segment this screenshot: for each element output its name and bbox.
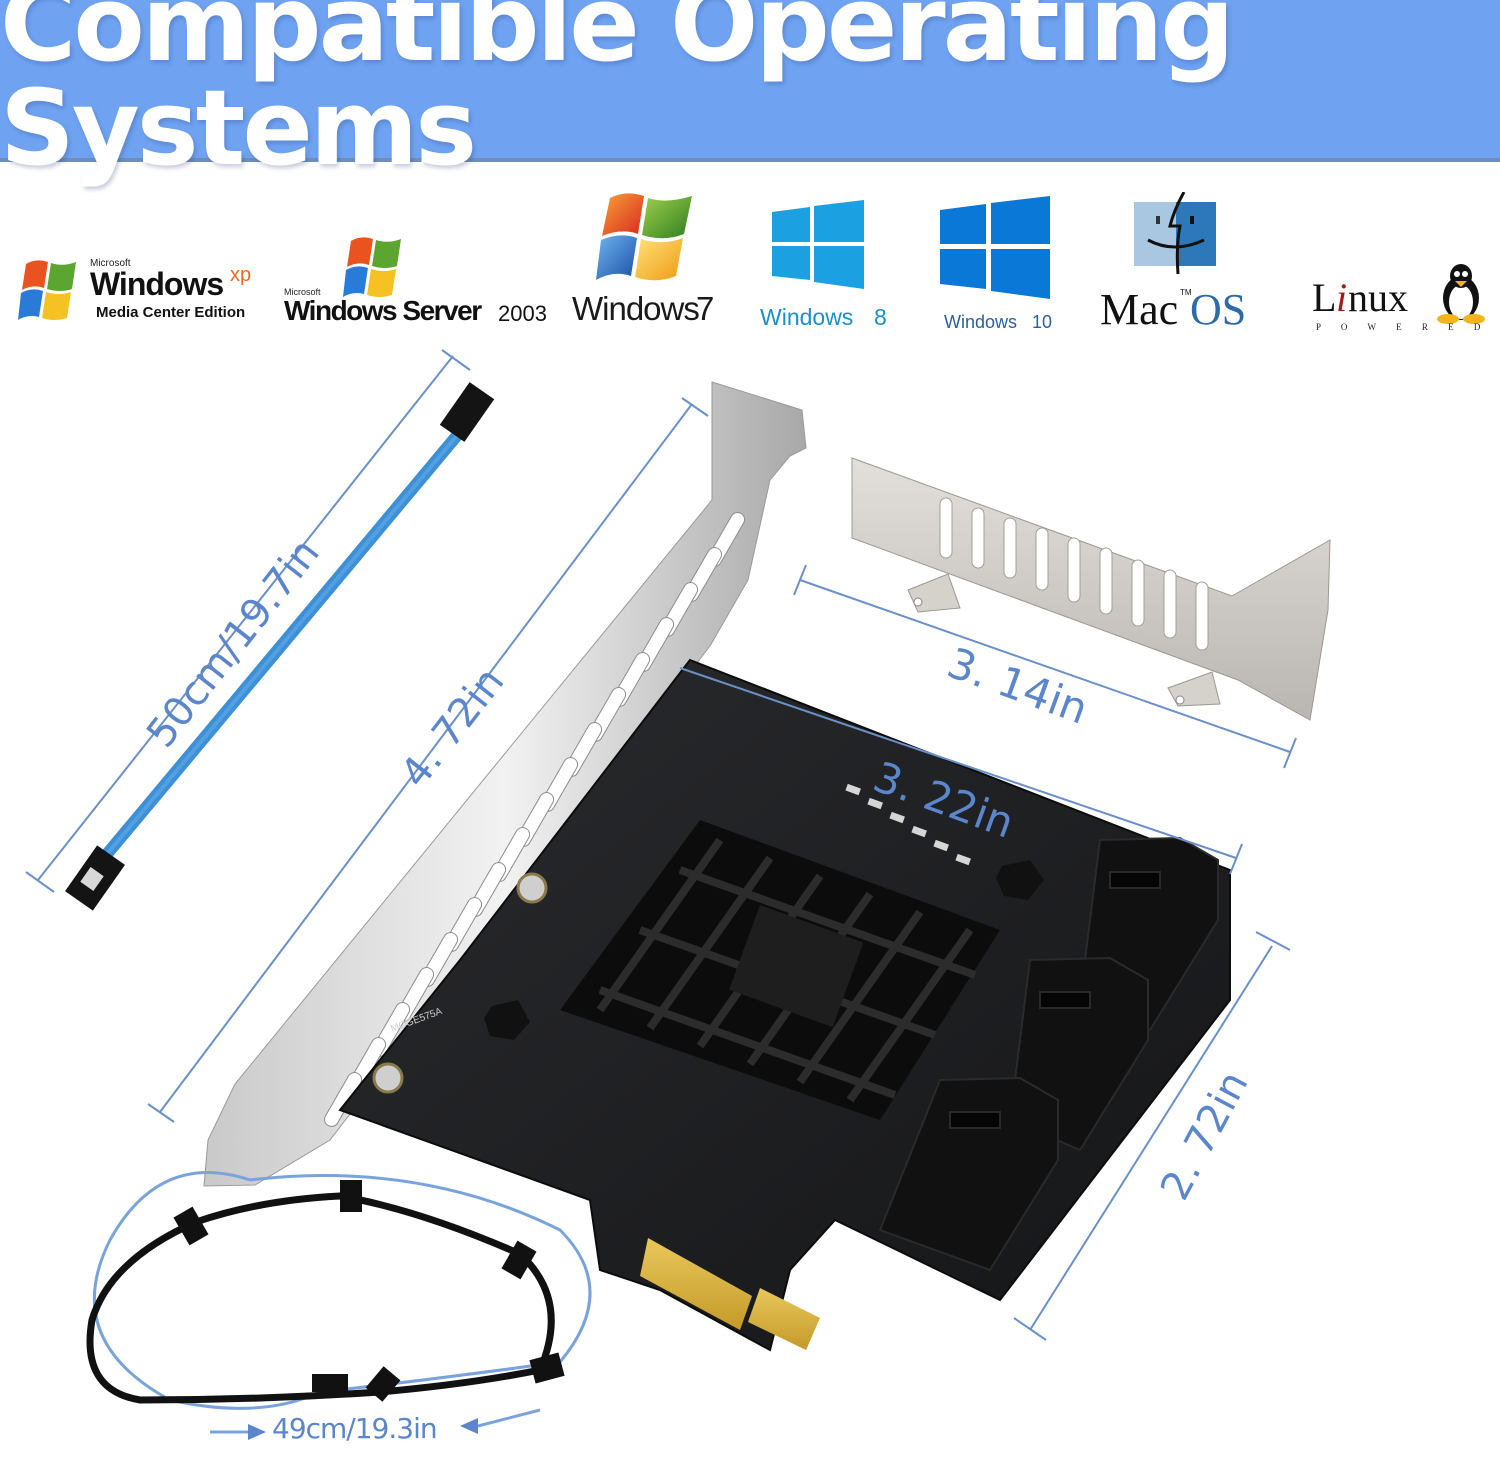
os-logo-mac-os: Mac TM OS — [1100, 192, 1260, 334]
server-name: Windows Server — [284, 295, 482, 326]
win7-version: 7 — [696, 290, 715, 327]
win10-name: Windows — [944, 312, 1018, 332]
os-logo-strip: Microsoft Windows xp Media Center Editio… — [0, 180, 1500, 340]
os-logo-windows-8: Windows 8 — [758, 200, 898, 330]
windows-8-tiles-icon — [772, 200, 864, 289]
page-title: Compatible Operating Systems — [0, 0, 1235, 189]
os-logo-windows-xp: Microsoft Windows xp Media Center Editio… — [18, 256, 273, 326]
tux-penguin-icon — [1437, 264, 1485, 324]
windows-xp-flag-icon — [18, 260, 76, 320]
linux-tagline: P O W E R E D — [1316, 322, 1490, 332]
xp-subtitle: Media Center Edition — [96, 304, 246, 321]
windows-7-flag-icon — [596, 193, 692, 281]
mac-name-b: OS — [1190, 285, 1247, 334]
server-version: 2003 — [498, 301, 547, 326]
linux-name-b: nux — [1348, 275, 1408, 320]
os-logo-linux: L i nux P O W E R E D — [1312, 262, 1492, 334]
win10-version: 10 — [1032, 312, 1053, 332]
mac-tm: TM — [1180, 288, 1192, 297]
mac-finder-face-icon — [1134, 192, 1216, 274]
sata-power-splitter-cable — [86, 1171, 592, 1440]
xp-superscript: xp — [230, 264, 252, 286]
header-banner: Compatible Operating Systems — [0, 0, 1500, 180]
sata-data-cable — [65, 382, 495, 911]
os-logo-windows-server-2003: Microsoft Windows Server 2003 — [284, 235, 564, 327]
os-logo-windows-7: Windows 7 — [572, 190, 722, 330]
mac-name-a: Mac — [1100, 285, 1179, 334]
os-logo-windows-10: Windows 10 — [938, 196, 1058, 332]
pcie-gold-fingers — [640, 1238, 820, 1350]
cable-dimension-line — [25, 349, 471, 893]
low-profile-bracket — [851, 457, 1331, 721]
dimension-lines — [679, 564, 1297, 1341]
bracket-dimension-line — [147, 397, 709, 1123]
xp-brand-small: Microsoft — [90, 258, 131, 269]
pcb-card: MOGE575A — [338, 658, 1231, 1352]
windows-10-tiles-icon — [940, 196, 1050, 299]
server-brand-small: Microsoft — [284, 287, 321, 297]
windows-xp-flag-icon — [343, 237, 401, 297]
win8-name: Windows — [760, 304, 854, 330]
heatsink — [560, 820, 1000, 1120]
win7-name: Windows — [572, 290, 700, 327]
full-height-bracket — [203, 381, 807, 1187]
power-cable-length-label: 49cm/19.3in — [272, 1412, 438, 1445]
xp-name: Windows — [90, 266, 224, 302]
linux-name-i: i — [1336, 275, 1348, 320]
linux-name-a: L — [1312, 275, 1337, 320]
sata-ports — [878, 836, 1219, 1272]
win8-version: 8 — [874, 304, 887, 330]
